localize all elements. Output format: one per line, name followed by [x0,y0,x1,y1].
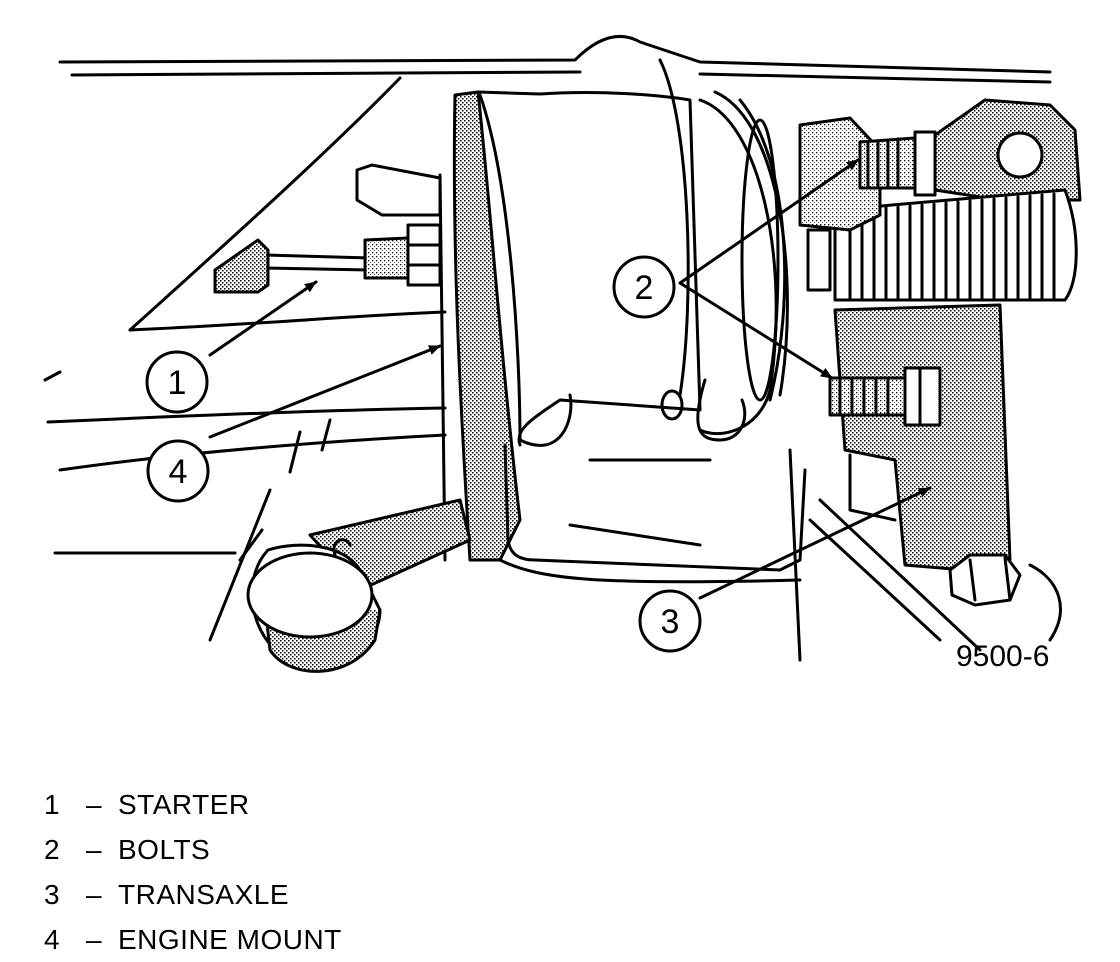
callout-3: 3 [638,589,702,653]
callout-4: 4 [146,439,210,503]
legend-item: 1–STARTER [44,789,250,820]
figure-id: 9500-6 [956,640,1049,673]
legend-item: 2–BOLTS [44,834,211,865]
callout-2-number: 2 [635,269,654,307]
callout-4-number: 4 [169,453,188,491]
legend-item: 3–TRANSAXLE [44,879,289,910]
legend-label: BOLTS [118,834,211,865]
callout-1: 1 [145,350,209,414]
legend-label: TRANSAXLE [118,879,289,910]
legend-item: 4–ENGINE MOUNT [44,924,342,955]
callout-1-number: 1 [168,364,187,402]
engine-mount-diagram: 1 2 3 4 9500-6 [43,34,1082,673]
legend-label: STARTER [118,789,250,820]
callout-2: 2 [612,255,676,319]
legend: 1–STARTER 2–BOLTS 3–TRANSAXLE 4–ENGINE M… [44,782,342,962]
callout-3-number: 3 [661,603,680,641]
legend-label: ENGINE MOUNT [118,924,342,955]
